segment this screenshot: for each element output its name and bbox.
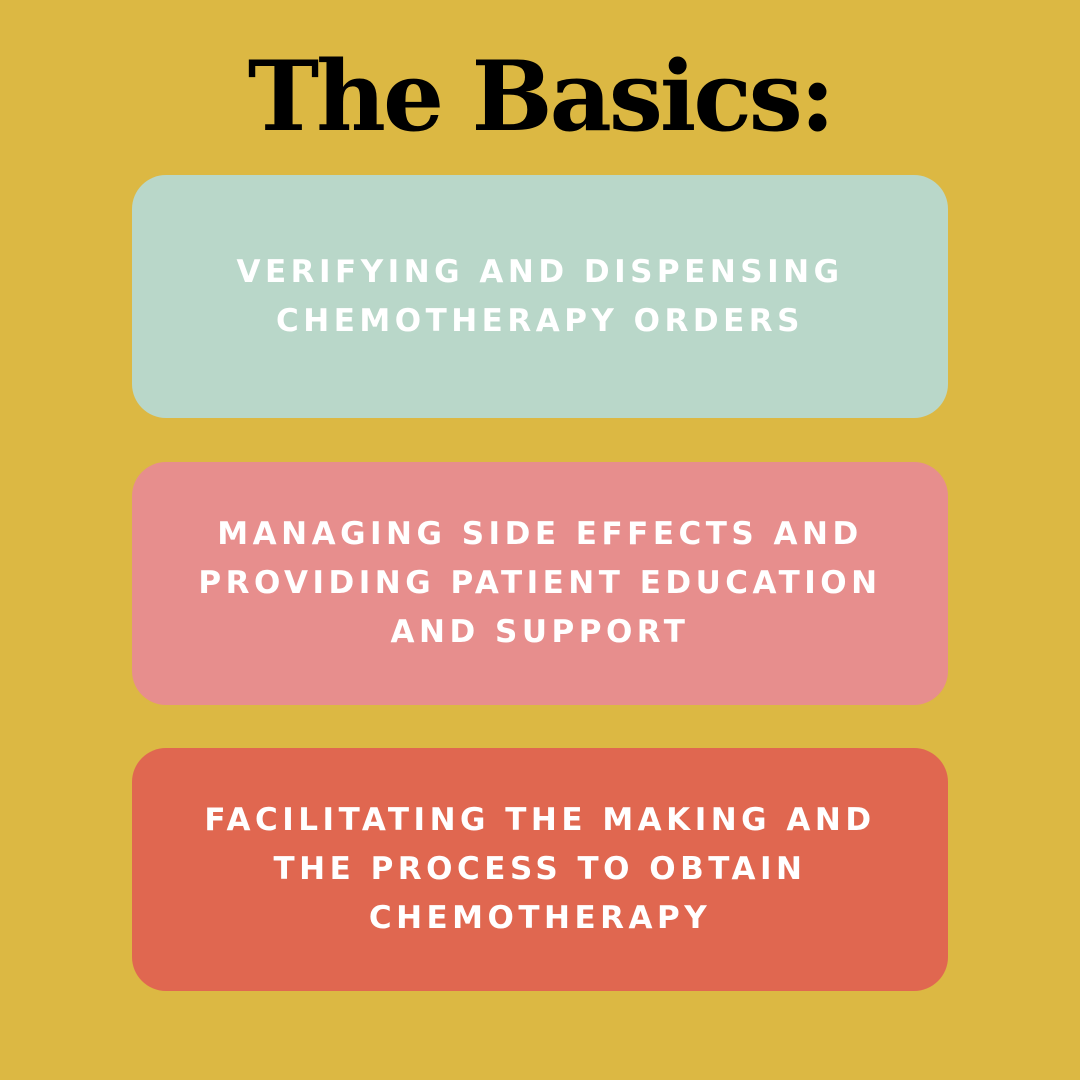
card-text: VERIFYING AND DISPENSING CHEMOTHERAPY OR… <box>236 253 844 339</box>
page-title: The Basics: <box>247 40 836 153</box>
card-side-effects-education: MANAGING SIDE EFFECTS AND PROVIDING PATI… <box>132 462 948 705</box>
card-text: MANAGING SIDE EFFECTS AND PROVIDING PATI… <box>198 516 882 650</box>
card-obtain-chemotherapy: FACILITATING THE MAKING AND THE PROCESS … <box>132 748 948 991</box>
card-text: FACILITATING THE MAKING AND THE PROCESS … <box>204 802 876 936</box>
card-verifying-dispensing: VERIFYING AND DISPENSING CHEMOTHERAPY OR… <box>132 175 948 418</box>
